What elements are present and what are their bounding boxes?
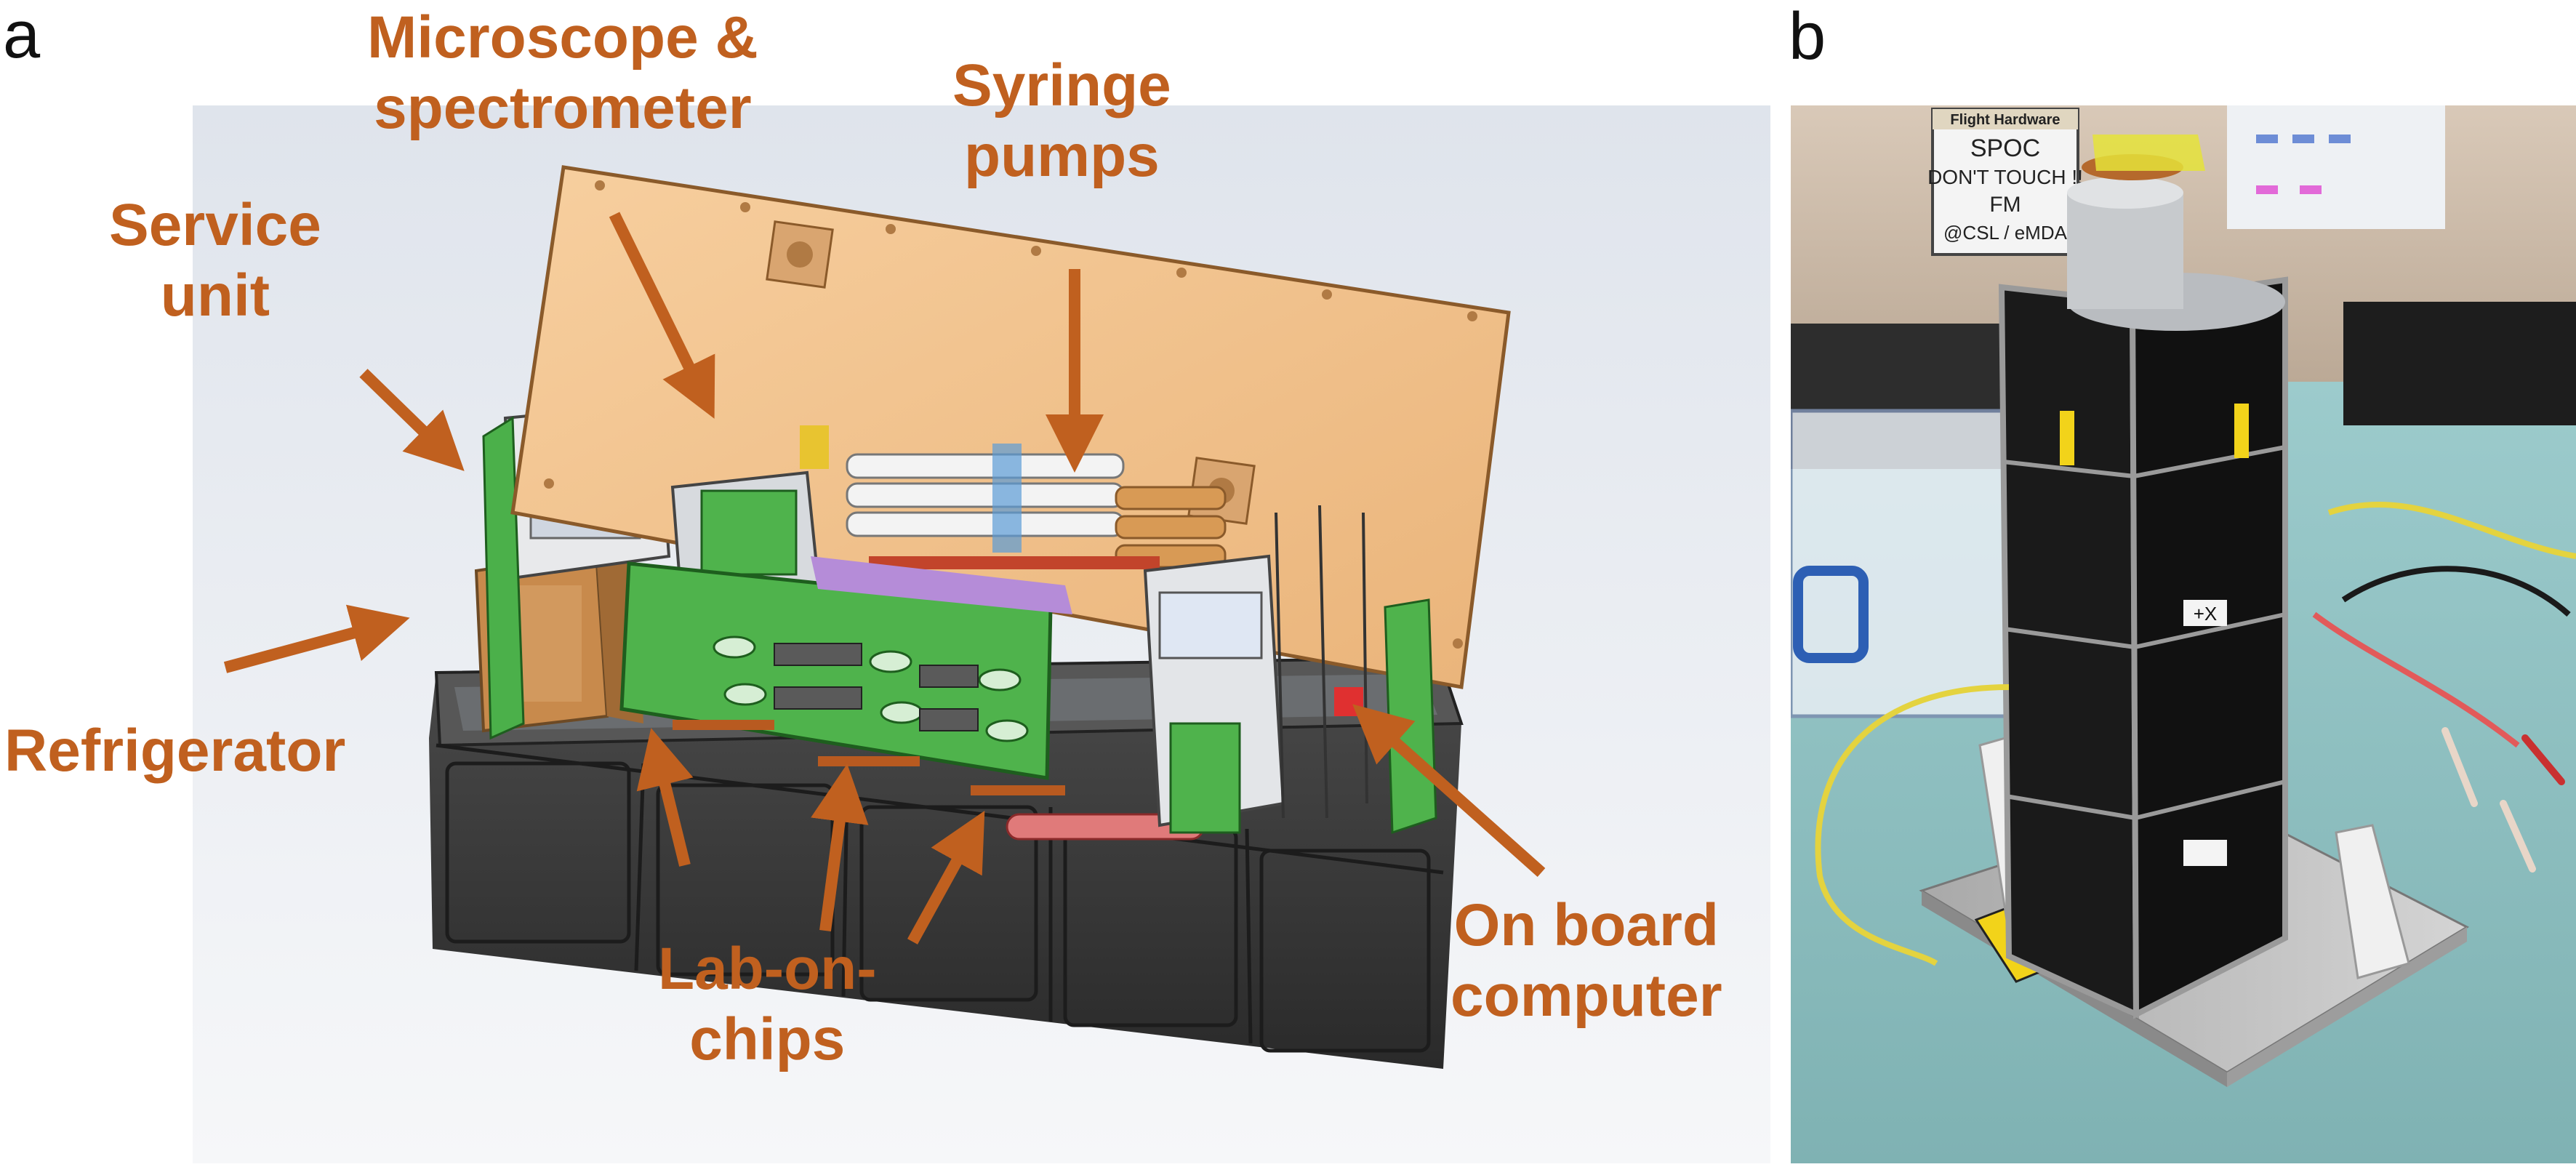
lab-cables [1815, 501, 2576, 966]
probe-tools [2441, 727, 2565, 873]
sign-line-2: DON'T TOUCH !! [1927, 166, 2083, 188]
top-cap [2067, 135, 2285, 331]
syringe-label: Syringe pumps [952, 52, 1171, 189]
microscope-label: Microscope & spectrometer [367, 4, 758, 141]
lab-on-chips-label: Lab-on- chips [658, 936, 877, 1072]
sign-title: Flight Hardware [1950, 112, 2060, 128]
sign-line-4: @CSL / eMDA [1943, 222, 2068, 244]
sign-line-1: SPOC [1970, 135, 2040, 162]
obc-label: On board computer [1450, 892, 1722, 1029]
flight-hardware-photo: Flight Hardware SPOC DON'T TOUCH !! FM @… [1789, 105, 2576, 1163]
sign-line-3: FM [1989, 193, 2021, 217]
lab-on-chip-board [619, 556, 1205, 841]
flight-hardware-sign: Flight Hardware SPOC DON'T TOUCH !! FM @… [1927, 108, 2083, 256]
panel-a-letter: a [3, 0, 41, 72]
service-unit-label: Service unit [109, 192, 321, 329]
panel-b-letter: b [1789, 0, 1826, 73]
refrigerator-label: Refrigerator [4, 718, 346, 784]
cubesat-body: +X [1998, 276, 2288, 1019]
face-tag: +X [2194, 603, 2218, 625]
syringe-pumps [846, 444, 1227, 569]
